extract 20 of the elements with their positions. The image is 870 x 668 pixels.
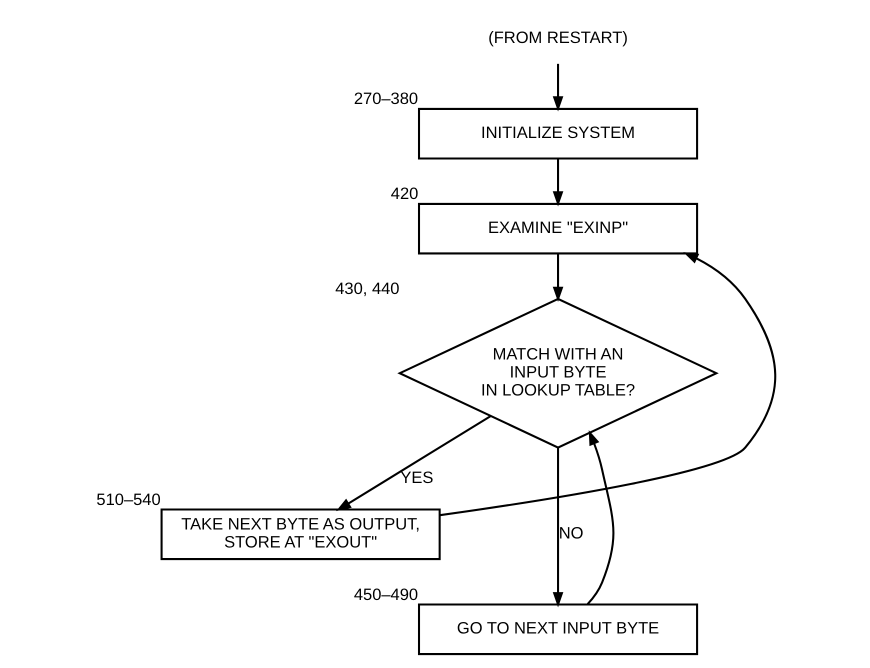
node-text: (FROM RESTART) xyxy=(488,28,628,47)
arrow xyxy=(552,448,563,608)
node-box: TAKE NEXT BYTE AS OUTPUT, STORE AT "EXOUT" xyxy=(160,508,440,560)
arrow xyxy=(552,253,563,302)
arrow xyxy=(439,252,776,516)
node-box: GO TO NEXT INPUT BYTE xyxy=(417,603,698,656)
node-label: 420 xyxy=(390,185,418,204)
arrow xyxy=(552,64,563,112)
node-box: EXAMINE "EXINP" xyxy=(417,202,698,254)
node-diamond: MATCH WITH AN INPUT BYTE IN LOOKUP TABLE? xyxy=(396,298,718,449)
node-label: 270–380 xyxy=(353,90,418,108)
edge-label: NO xyxy=(558,524,583,543)
edge-label: YES xyxy=(400,468,433,487)
node-label: 450–490 xyxy=(353,586,418,604)
arrow xyxy=(552,158,563,206)
arrow xyxy=(586,430,614,605)
node-label: 510–540 xyxy=(96,490,160,509)
arrow xyxy=(336,415,490,512)
node-box: INITIALIZE SYSTEM xyxy=(417,108,698,160)
node-label: 430, 440 xyxy=(334,280,400,298)
